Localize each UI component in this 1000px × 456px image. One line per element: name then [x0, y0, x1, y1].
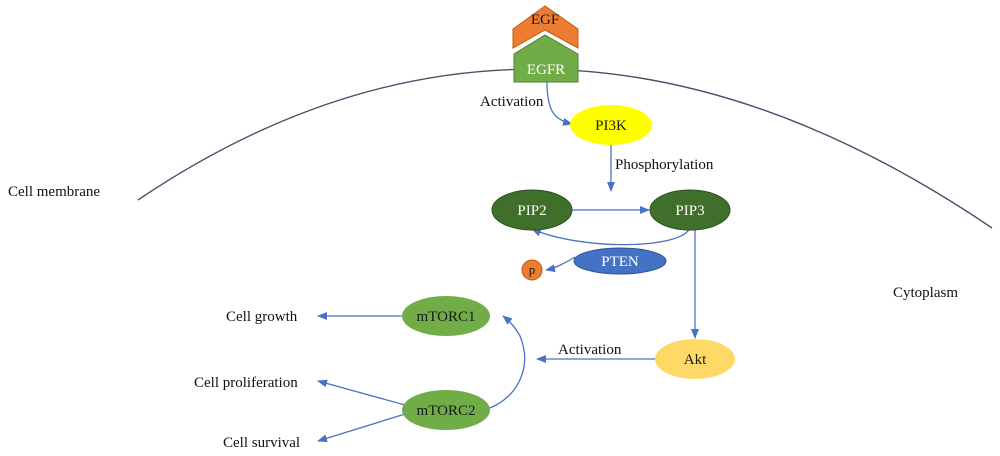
pip2-label: PIP2 [517, 203, 546, 219]
mtorc1-node [402, 296, 490, 336]
mtorc2-node [402, 390, 490, 430]
phosphorylation-label: Phosphorylation [615, 157, 714, 173]
mtorc2-to-cell-proliferation-arrow [317, 379, 406, 406]
cell-membrane-label: Cell membrane [8, 184, 100, 200]
pten-label: PTEN [601, 254, 639, 270]
pi3k-label: PI3K [595, 118, 627, 134]
pip3-to-pip2-loop-arrow [531, 227, 691, 246]
pip3-node [649, 189, 731, 231]
cytoplasm-label: Cytoplasm [893, 285, 958, 301]
mtorc-bidirectional-arrow [480, 315, 526, 416]
pip2-node [491, 189, 573, 231]
mtorc2-label: mTORC2 [417, 403, 476, 419]
cell-growth-label: Cell growth [226, 309, 298, 325]
cell-proliferation-label: Cell proliferation [194, 375, 298, 391]
akt-node [655, 339, 735, 379]
phosphate-node [521, 259, 543, 281]
akt-label: Akt [684, 352, 707, 368]
pten-to-p-arrow [545, 256, 576, 273]
mtorc2-to-cell-survival-arrow [317, 413, 406, 443]
cell-survival-label: Cell survival [223, 435, 300, 451]
egfr-label: EGFR [527, 62, 565, 78]
egf-label: EGF [531, 12, 559, 28]
pten-node [573, 247, 667, 275]
phosphate-label: p [529, 262, 536, 277]
mtorc1-label: mTORC1 [417, 309, 476, 325]
pip3-label: PIP3 [675, 203, 704, 219]
egfr-receptor [513, 34, 579, 83]
activation-label-top: Activation [480, 94, 544, 110]
egfr-to-pi3k-arrow [546, 81, 573, 126]
pi3k-node [570, 105, 652, 145]
egf-ligand [512, 5, 579, 49]
activation-label-akt: Activation [558, 342, 622, 358]
